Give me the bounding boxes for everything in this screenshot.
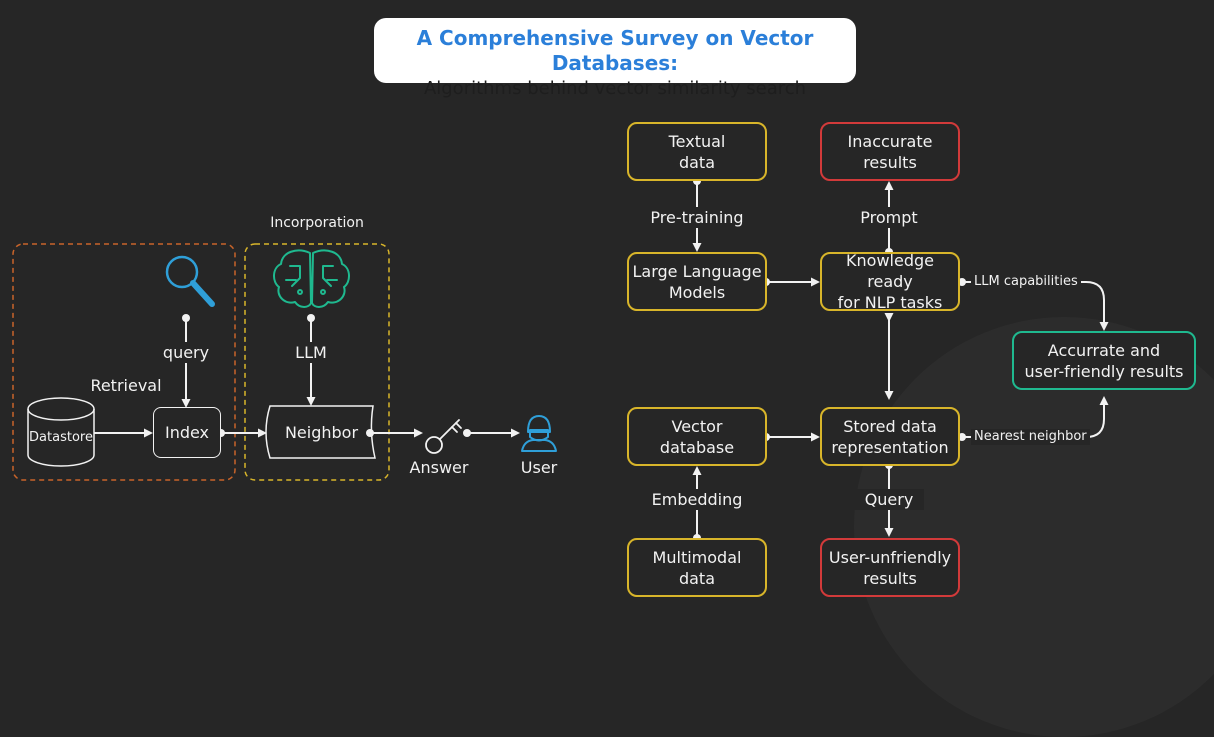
neighbor-shape bbox=[265, 405, 376, 459]
title-subtitle: Algorithms behind vector similarity sear… bbox=[423, 78, 807, 99]
neighbor-label: Neighbor bbox=[284, 423, 359, 442]
title-main: A Comprehensive Survey on Vector Databas… bbox=[416, 26, 814, 75]
query-label: query bbox=[156, 342, 216, 363]
inaccurate-results-box: Inaccurate results bbox=[820, 122, 960, 181]
user-label: User bbox=[520, 458, 558, 477]
textual-data-box: Textual data bbox=[627, 122, 767, 181]
query-right-label: Query bbox=[854, 489, 924, 510]
nearest-neighbor-label: Nearest neighbor bbox=[971, 429, 1090, 445]
incorporation-group-frame bbox=[244, 243, 390, 481]
retrieval-group-frame bbox=[12, 243, 236, 481]
accurate-results-box: Accurrate and user-friendly results bbox=[1012, 331, 1196, 390]
stored-data-box: Stored data representation bbox=[820, 407, 960, 466]
user-icon bbox=[521, 415, 557, 452]
llm-models-box: Large Language Models bbox=[627, 252, 767, 311]
llm-capabilities-arrow bbox=[1085, 281, 1109, 331]
pretraining-label: Pre-training bbox=[637, 207, 757, 228]
vector-database-box: Vector database bbox=[627, 407, 767, 466]
multimodal-data-box: Multimodal data bbox=[627, 538, 767, 597]
answer-label: Answer bbox=[409, 458, 469, 477]
embedding-label: Embedding bbox=[642, 489, 752, 510]
search-icon bbox=[165, 255, 215, 307]
llm-label: LLM bbox=[286, 342, 336, 363]
prompt-label: Prompt bbox=[849, 207, 929, 228]
diagram-canvas bbox=[12, 177, 1109, 542]
database-icon bbox=[27, 397, 95, 467]
datastore-label: Datastore bbox=[29, 430, 93, 445]
title-banner: A Comprehensive Survey on Vector Databas… bbox=[374, 18, 856, 99]
retrieval-label: Retrieval bbox=[90, 376, 162, 395]
llm-capabilities-label: LLM capabilities bbox=[971, 274, 1081, 290]
incorporation-label: Incorporation bbox=[270, 215, 364, 231]
index-box: Index bbox=[153, 407, 221, 458]
brain-circuit-icon bbox=[273, 249, 350, 308]
knowledge-ready-box: Knowledge ready for NLP tasks bbox=[820, 251, 960, 312]
user-unfriendly-box: User-unfriendly results bbox=[820, 538, 960, 597]
key-icon bbox=[425, 419, 462, 454]
